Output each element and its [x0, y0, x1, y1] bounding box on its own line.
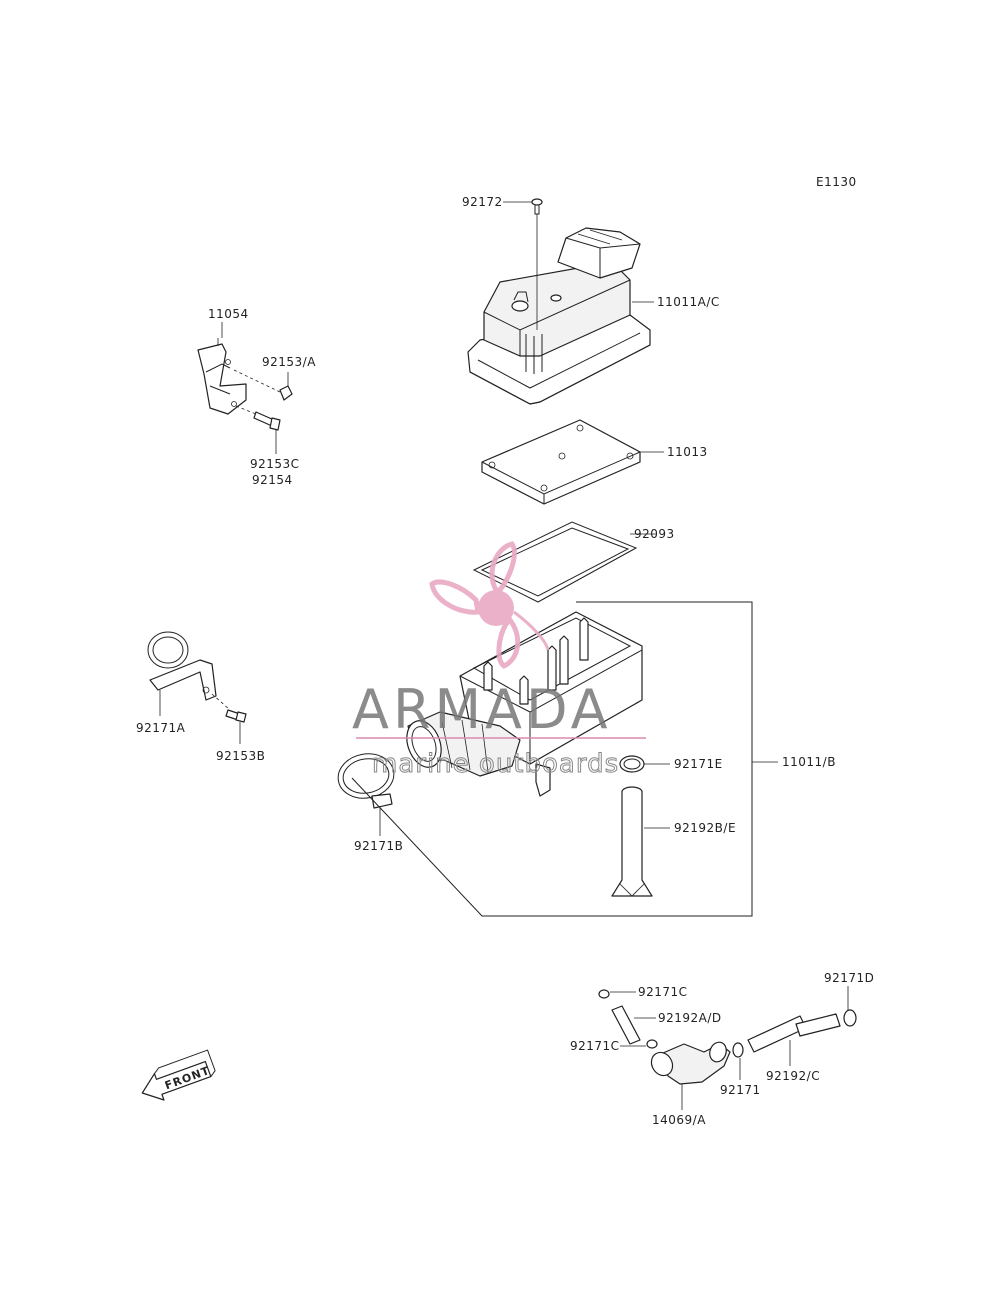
label-92192be: 92192B/E [674, 821, 736, 835]
assembly-bracket [351, 601, 753, 917]
label-92192c: 92192/C [766, 1069, 820, 1083]
watermark-logo-icon [429, 541, 550, 669]
screw-92172-part [503, 198, 543, 330]
clamp-92171a-part [147, 631, 217, 716]
intake-boot-part [406, 711, 521, 777]
filter-plate-part [481, 419, 641, 505]
label-92192ad: 92192A/D [658, 1011, 722, 1025]
watermark-tagline: marine outboards [372, 749, 619, 779]
bolt-92153a-part [233, 369, 293, 401]
label-92153a: 92153/A [262, 355, 316, 369]
label-11013: 11013 [667, 445, 708, 459]
label-92153b: 92153B [216, 749, 265, 763]
watermark-brand: ARMADA [352, 678, 612, 741]
bolt-92153b-part [211, 693, 247, 744]
airbox-lid-part [467, 227, 651, 405]
label-11054: 11054 [208, 307, 249, 321]
label-92171c-top: 92171C [638, 985, 688, 999]
label-92171d: 92171D [824, 971, 874, 985]
airbox-base-part [459, 611, 643, 797]
diagram-code: E1130 [816, 175, 857, 189]
label-92171b: 92171B [354, 839, 403, 853]
label-92171c-mid: 92171C [570, 1039, 620, 1053]
label-92172: 92172 [462, 195, 503, 209]
hose-92192be-part [611, 786, 670, 897]
label-11011b: 11011/B [782, 755, 836, 769]
bolt-92153c-part [235, 405, 281, 454]
clamp-92171e-part [619, 755, 670, 773]
label-92171a: 92171A [136, 721, 186, 735]
label-11011ac: 11011A/C [657, 295, 720, 309]
label-14069a: 14069/A [652, 1113, 706, 1127]
label-92154: 92154 [252, 473, 293, 487]
bracket-11054-part [197, 338, 247, 415]
gasket-part [472, 521, 638, 603]
label-92171e: 92171E [674, 757, 723, 771]
hose-group-part [598, 986, 857, 1110]
label-92093: 92093 [634, 527, 675, 541]
label-92171: 92171 [720, 1083, 761, 1097]
label-92153c: 92153C [250, 457, 300, 471]
front-arrow-icon: FRONT [141, 1049, 216, 1101]
